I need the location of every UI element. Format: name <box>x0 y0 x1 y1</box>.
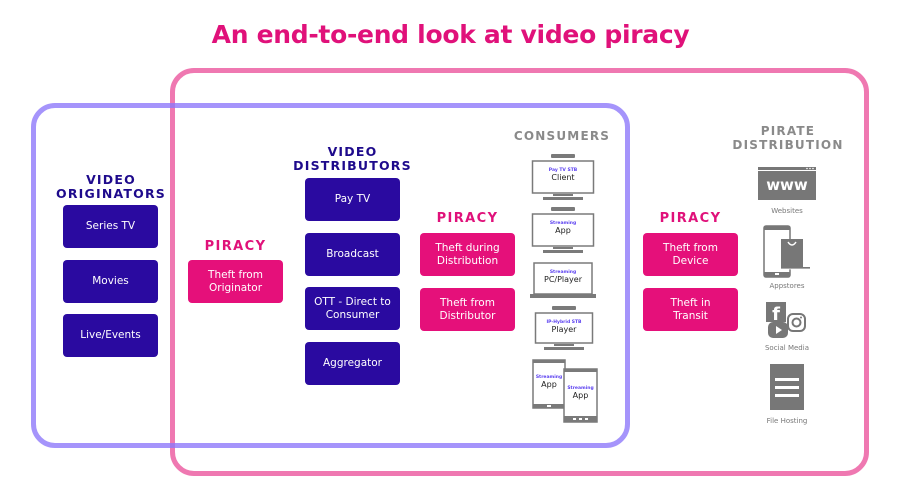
distribution-chain-frame <box>170 68 869 476</box>
distributors-heading-line1: VIDEO <box>327 144 378 159</box>
piracy-label-line1: Theft from <box>663 241 718 254</box>
distributors-heading: VIDEO DISTRIBUTORS <box>290 145 415 173</box>
originator-label: Movies <box>92 275 129 287</box>
pirate-distribution-heading-line1: PIRATE <box>760 124 816 138</box>
device-name-label: App <box>541 380 557 389</box>
file-hosting-caption: File Hosting <box>766 417 808 425</box>
originator-label: Series TV <box>85 220 136 232</box>
device-name-label: App <box>572 391 589 400</box>
originator-label: Live/Events <box>80 329 141 341</box>
consumer-device-hybrid-stb: IP-Hybrid STB Player <box>534 306 594 352</box>
originator-series-tv: Series TV <box>63 205 158 248</box>
consumer-device-phone: Streaming App <box>563 368 598 423</box>
tv-stb-icon <box>534 306 594 350</box>
originators-heading: VIDEO ORIGINATORS <box>55 173 167 201</box>
piracy-label-line1: Theft from <box>208 268 263 281</box>
distributor-label-line1: Broadcast <box>326 248 379 260</box>
file-hosting-icon <box>770 364 804 410</box>
distributors-heading-line2: DISTRIBUTORS <box>293 158 412 173</box>
device-name-label: Client <box>551 173 575 182</box>
distributor-label-line1: Aggregator <box>322 357 383 369</box>
piracy-distribution-heading: PIRACY <box>436 211 499 226</box>
consumer-device-streaming-tv: Streaming App <box>531 207 595 255</box>
appstores-caption: Appstores <box>769 282 805 290</box>
piracy-device-heading: PIRACY <box>659 211 722 226</box>
originators-heading-line2: ORIGINATORS <box>56 186 166 201</box>
device-type-label: Streaming <box>567 386 594 391</box>
piracy-label-line1: Theft from <box>440 296 495 309</box>
pirate-distribution-heading: PIRATE DISTRIBUTION <box>730 124 846 152</box>
consumer-device-pc: Streaming PC/Player <box>530 262 596 300</box>
websites-channel: www <box>758 167 816 200</box>
device-type-label: Streaming <box>535 375 563 380</box>
originators-heading-line1: VIDEO <box>86 172 136 187</box>
social-media-icon: f <box>766 302 806 338</box>
piracy-label-line2: Distributor <box>439 309 496 322</box>
device-type-label: IP-Hybrid STB <box>546 320 582 325</box>
device-type-label: Pay TV STB <box>548 168 578 173</box>
svg-text:f: f <box>772 304 780 325</box>
legitimate-chain-frame <box>31 103 630 448</box>
file-hosting-channel <box>770 364 804 410</box>
piracy-label-line1: Theft in <box>670 296 711 309</box>
device-name-label: App <box>555 226 571 235</box>
piracy-label-line2: Transit <box>673 309 708 322</box>
tv-icon <box>531 207 595 253</box>
device-type-label: Streaming <box>549 270 577 275</box>
laptop-icon <box>530 262 596 298</box>
social-media-caption: Social Media <box>764 344 809 352</box>
www-icon-text: www <box>766 176 808 194</box>
piracy-label-line2: Distribution <box>436 254 499 267</box>
appstores-channel <box>763 225 811 279</box>
device-name-label: Player <box>551 325 577 334</box>
social-media-channel: f <box>766 302 808 340</box>
piracy-label-line2: Originator <box>208 281 263 294</box>
www-icon <box>758 167 816 200</box>
piracy-originator-heading: PIRACY <box>204 239 267 254</box>
page-title: An end-to-end look at video piracy <box>211 20 690 49</box>
appstore-icon <box>763 225 810 278</box>
originator-movies: Movies <box>63 260 158 303</box>
tv-stb-icon <box>531 154 595 200</box>
pirate-distribution-heading-line2: DISTRIBUTION <box>732 138 844 152</box>
device-type-label: Streaming <box>549 221 577 226</box>
originator-live-events: Live/Events <box>63 314 158 357</box>
piracy-label-line1: Theft during <box>435 241 500 254</box>
distributor-aggregator: Aggregator <box>305 342 400 385</box>
piracy-label-line2: Device <box>672 254 709 267</box>
phone-icon <box>563 368 598 423</box>
consumer-device-tablet: Streaming App <box>532 359 566 409</box>
distributor-broadcast: Broadcast <box>305 233 400 276</box>
consumer-device-stb-client: Pay TV STB Client <box>531 154 595 202</box>
consumers-heading: CONSUMERS <box>513 129 611 143</box>
distributor-pay-tv: Pay TV <box>305 178 400 221</box>
distributor-label-line1: OTT - Direct to <box>314 295 391 308</box>
distributor-label-line2: Consumer <box>325 308 380 321</box>
distributor-label-line1: Pay TV <box>334 193 371 205</box>
tablet-icon <box>532 359 566 409</box>
websites-caption: Websites <box>771 207 803 215</box>
device-name-label: PC/Player <box>544 275 582 284</box>
